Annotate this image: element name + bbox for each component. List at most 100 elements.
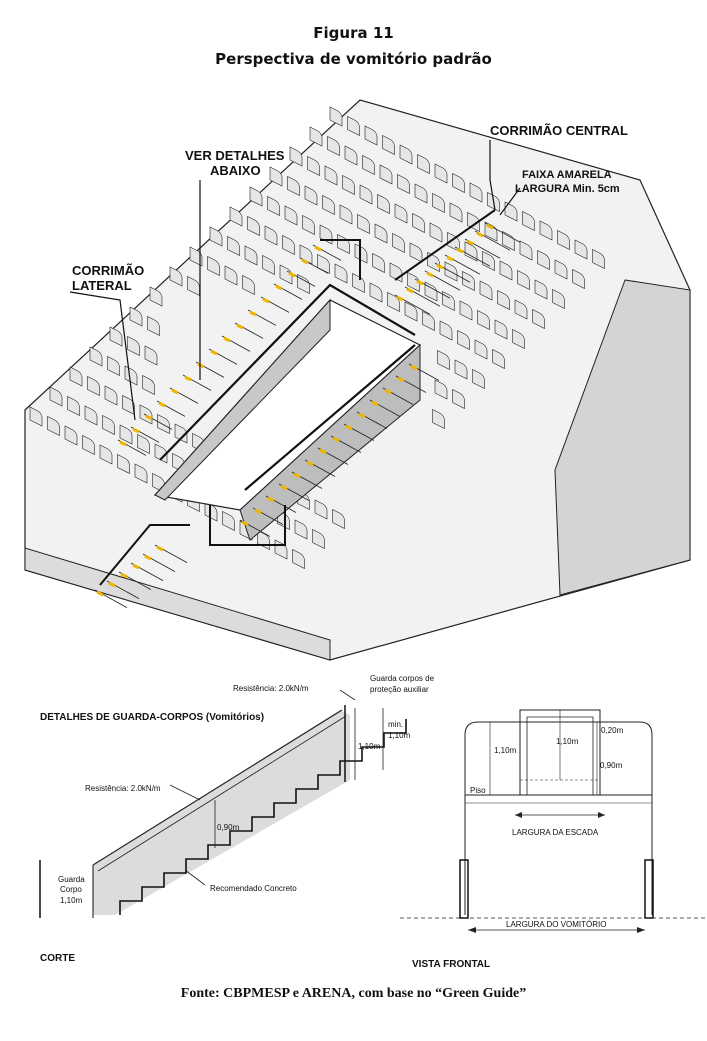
yellow-strip xyxy=(416,279,424,286)
seat xyxy=(334,263,348,284)
side-wall xyxy=(554,279,691,596)
seat xyxy=(139,404,153,425)
seat xyxy=(282,235,295,255)
yellow-strip xyxy=(426,271,434,278)
seat xyxy=(64,425,78,446)
seat xyxy=(289,146,303,167)
seat xyxy=(102,415,115,435)
seat xyxy=(104,385,118,406)
yellow-strip xyxy=(241,520,249,527)
handrail-top-guard xyxy=(320,239,361,280)
seat xyxy=(452,389,465,409)
seat xyxy=(87,376,100,396)
seat xyxy=(432,409,445,429)
seat xyxy=(144,345,158,366)
seat xyxy=(372,253,385,273)
yellow-strip xyxy=(314,245,322,252)
seat xyxy=(514,299,528,320)
yellow-strip xyxy=(254,508,262,515)
seat xyxy=(342,175,355,195)
tunnel-left-wall xyxy=(154,298,331,501)
seat xyxy=(227,236,240,256)
seat xyxy=(482,251,495,271)
label-dim-110-left: 1,10m xyxy=(494,746,517,755)
seat xyxy=(424,281,438,302)
corte-caption: CORTE xyxy=(40,953,75,964)
seat xyxy=(459,300,473,321)
yellow-strip xyxy=(171,388,179,395)
yellow-strip xyxy=(249,310,257,317)
yellow-strip xyxy=(267,496,275,503)
label-min: min. xyxy=(388,720,403,729)
seat xyxy=(532,309,545,329)
label-faixa-amarela: FAIXA AMARELA xyxy=(522,169,612,181)
seat xyxy=(209,226,223,247)
seat xyxy=(344,145,358,166)
yellow-strip xyxy=(306,460,314,467)
label-dim-110-b: 1,10m xyxy=(388,731,411,740)
seat xyxy=(292,549,305,569)
seat xyxy=(477,310,490,330)
seat xyxy=(409,242,423,263)
section-handrail-top xyxy=(92,709,343,866)
seat xyxy=(244,245,258,266)
label-faixa-largura: LARGURA Min. 5cm xyxy=(515,183,620,195)
seat xyxy=(512,329,525,349)
seat xyxy=(287,176,300,196)
corte-heading: DETALHES DE GUARDA-CORPOS (Vomitórios) xyxy=(40,712,264,723)
yellow-strip xyxy=(466,239,474,246)
seat xyxy=(242,275,255,295)
label-dim-090: 0,90m xyxy=(217,823,240,832)
seat xyxy=(479,280,493,301)
seat xyxy=(247,216,260,236)
seat xyxy=(89,346,103,367)
leader-faixa-amarela xyxy=(499,187,521,216)
stair-lower xyxy=(94,544,188,608)
yellow-strip xyxy=(456,247,464,254)
seat xyxy=(314,499,328,520)
seat xyxy=(49,386,63,407)
seat xyxy=(364,125,378,146)
label-ver-detalhes: VER DETALHES xyxy=(185,148,285,163)
seat xyxy=(429,222,443,243)
seat xyxy=(469,182,483,203)
seat xyxy=(69,366,83,387)
seat xyxy=(492,349,505,369)
yellow-strip xyxy=(236,323,244,330)
seat xyxy=(422,311,435,331)
yellow-strip xyxy=(184,375,192,382)
seat xyxy=(84,405,98,426)
leader-resistencia-top xyxy=(339,689,356,701)
label-dim-110-center: 1,10m xyxy=(556,737,579,746)
seat xyxy=(317,254,330,274)
seat xyxy=(324,165,338,186)
seat xyxy=(157,414,170,434)
seat xyxy=(572,269,585,289)
front-base xyxy=(24,547,331,661)
seat xyxy=(357,214,370,234)
seat xyxy=(397,174,410,194)
seat xyxy=(519,240,533,261)
label-guarda-3: 1,10m xyxy=(60,896,83,905)
seat xyxy=(539,220,553,241)
seat xyxy=(142,375,155,395)
label-guarda-aux-1: Guarda corpos de xyxy=(370,674,435,683)
yellow-strip xyxy=(132,563,140,570)
seat xyxy=(332,509,345,529)
seat xyxy=(327,136,340,156)
label-piso: Piso xyxy=(470,786,486,795)
seat xyxy=(494,319,508,340)
yellow-strip xyxy=(108,581,116,588)
leader-concreto xyxy=(184,869,206,886)
seat xyxy=(249,186,263,207)
seat xyxy=(147,316,160,336)
seat xyxy=(207,256,220,276)
seat xyxy=(552,289,565,309)
section-view: DETALHES DE GUARDA-CORPOS (Vomitórios) R… xyxy=(39,674,435,964)
yellow-strip xyxy=(280,484,288,491)
yellow-strip xyxy=(396,295,404,302)
section-wall-fill xyxy=(93,710,350,915)
seat xyxy=(169,266,183,287)
seat xyxy=(449,202,463,223)
